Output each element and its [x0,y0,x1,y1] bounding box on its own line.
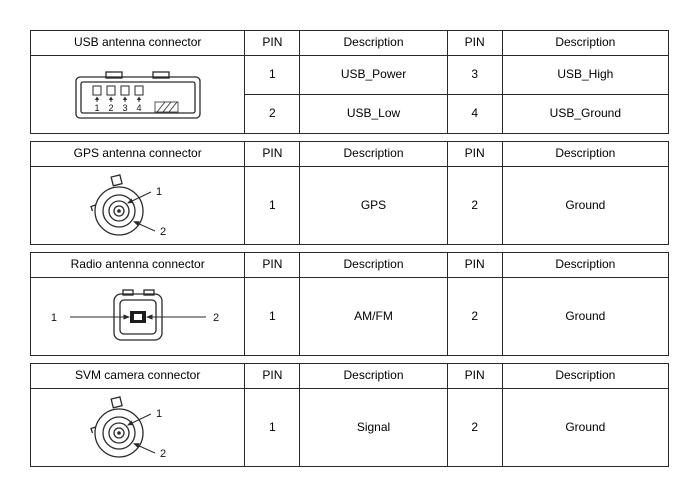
gps-connector-diagram: 1 2 [89,173,166,238]
description-header: Description [501,363,670,389]
pin-cell: 4 [446,94,503,134]
pin-cell: 1 [244,166,301,245]
pin-header: PIN [446,363,503,389]
description-cell: Ground [501,277,670,356]
pin-header: PIN [244,252,301,278]
usb-pin-numbers: 1 2 3 4 [94,103,141,113]
description-header: Description [299,252,448,278]
pin-cell: 2 [244,94,301,134]
diagram-cell: 1 2 [29,166,246,245]
gps-diagram-label-1: 1 [156,186,162,198]
diagram-cell: 1 2 [29,277,246,356]
pin-cell: 3 [446,55,503,95]
gps-diagram-label-2: 2 [160,226,166,238]
pin-header: PIN [244,141,301,167]
pin-cell: 2 [446,388,503,467]
svm-connector-diagram: 1 2 [89,395,166,460]
pin-cell: 1 [244,388,301,467]
usb-antenna-connector-table: USB antenna connector PIN Description PI… [29,30,670,134]
pin-cell: 2 [446,166,503,245]
description-header: Description [501,252,670,278]
description-cell: Ground [501,388,670,467]
description-cell: USB_Power [299,55,448,95]
connector-name: GPS antenna connector [29,141,246,167]
pin-cell: 1 [244,277,301,356]
svm-diagram-label-2: 2 [160,448,166,460]
description-cell: Signal [299,388,448,467]
description-cell: USB_Low [299,94,448,134]
pin-header: PIN [244,30,301,56]
radio-connector-diagram: 1 2 [51,288,219,341]
description-cell: AM/FM [299,277,448,356]
usb-pin-label-4: 4 [136,103,141,113]
usb-pin-label-3: 3 [122,103,127,113]
description-header: Description [299,30,448,56]
connector-name: USB antenna connector [29,30,246,56]
description-cell: GPS [299,166,448,245]
diagram-cell: 1 2 3 4 [29,55,246,134]
pin-cell: 1 [244,55,301,95]
description-cell: USB_Ground [501,94,670,134]
connector-pinout-page: USB antenna connector PIN Description PI… [29,30,670,467]
description-header: Description [501,30,670,56]
svm-camera-connector-table: SVM camera connector PIN Description PIN… [29,363,670,467]
radio-diagram-label-2: 2 [213,312,219,324]
usb-pin-label-2: 2 [108,103,113,113]
pin-header: PIN [446,30,503,56]
pin-header: PIN [244,363,301,389]
radio-diagram-label-1: 1 [51,312,57,324]
description-header: Description [501,141,670,167]
usb-connector-diagram: 1 2 3 4 [75,70,201,119]
hatched-box [154,101,179,112]
pin-header: PIN [446,252,503,278]
radio-antenna-connector-table: Radio antenna connector PIN Description … [29,252,670,356]
description-header: Description [299,363,448,389]
description-cell: Ground [501,166,670,245]
pin-header: PIN [446,141,503,167]
description-cell: USB_High [501,55,670,95]
usb-pin-label-1: 1 [94,103,99,113]
pin-cell: 2 [446,277,503,356]
connector-name: SVM camera connector [29,363,246,389]
description-header: Description [299,141,448,167]
diagram-cell: 1 2 [29,388,246,467]
connector-name: Radio antenna connector [29,252,246,278]
svm-diagram-label-1: 1 [156,408,162,420]
gps-antenna-connector-table: GPS antenna connector PIN Description PI… [29,141,670,245]
